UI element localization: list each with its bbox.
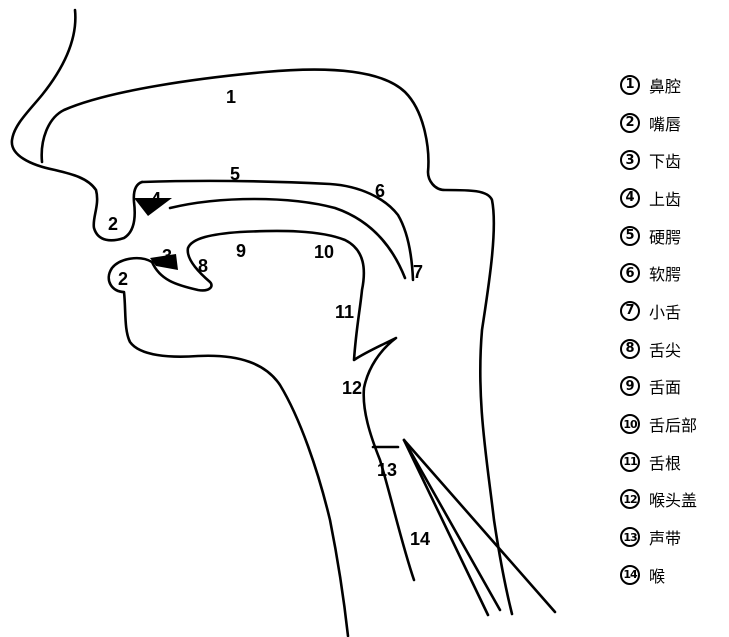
larynx-line-mid [404, 440, 500, 610]
legend-label: 舌根 [649, 450, 681, 474]
legend-label: 硬腭 [649, 224, 681, 248]
legend-label: 声带 [649, 525, 681, 549]
legend-number-badge: 8 [620, 339, 640, 359]
legend-item: 4 上齿 [620, 179, 728, 217]
legend-label: 鼻腔 [649, 73, 681, 97]
legend-item: 10 舌后部 [620, 405, 728, 443]
tongue-outline [152, 231, 414, 580]
legend-item: 8 舌尖 [620, 330, 728, 368]
legend-label: 喉 [649, 563, 665, 587]
marker-2-lower-lip: 2 [118, 269, 128, 289]
legend-item: 12 喉头盖 [620, 481, 728, 519]
marker-1: 1 [226, 87, 236, 107]
marker-7: 7 [413, 262, 423, 282]
marker-6: 6 [375, 181, 385, 201]
legend-label: 上齿 [649, 186, 681, 210]
legend-item: 14 喉 [620, 556, 728, 594]
legend-label: 舌后部 [649, 412, 697, 436]
legend-number-badge: 2 [620, 113, 640, 133]
legend-label: 嘴唇 [649, 111, 681, 135]
legend-label: 喉头盖 [649, 487, 697, 511]
marker-8: 8 [198, 256, 208, 276]
legend-item: 5 硬腭 [620, 217, 728, 255]
marker-4: 4 [151, 189, 161, 209]
legend-item: 6 软腭 [620, 254, 728, 292]
larynx-line-left [404, 440, 488, 615]
marker-3: 3 [162, 246, 172, 266]
marker-13: 13 [377, 460, 397, 480]
lower-lip-chin [109, 258, 348, 636]
marker-10: 10 [314, 242, 334, 262]
larynx-line-right [404, 440, 555, 612]
legend-item: 7 小舌 [620, 292, 728, 330]
legend-label: 下齿 [649, 148, 681, 172]
face-profile-upper [12, 10, 142, 240]
legend-number-badge: 6 [620, 263, 640, 283]
legend-item: 11 舌根 [620, 443, 728, 481]
legend-number-badge: 13 [620, 527, 640, 547]
marker-2-upper-lip: 2 [108, 214, 118, 234]
legend-label: 舌尖 [649, 337, 681, 361]
marker-11: 11 [335, 302, 354, 322]
marker-14: 14 [410, 529, 430, 549]
legend-item: 2 嘴唇 [620, 104, 728, 142]
legend-number-badge: 3 [620, 150, 640, 170]
legend-number-badge: 7 [620, 301, 640, 321]
legend-number-badge: 5 [620, 226, 640, 246]
marker-9: 9 [236, 241, 246, 261]
legend: 1 鼻腔 2 嘴唇 3 下齿 4 上齿 5 硬腭 6 软腭 7 小舌 8 舌尖 [620, 66, 728, 594]
nasal-cavity-outline [42, 70, 512, 614]
legend-item: 13 声带 [620, 518, 728, 556]
legend-item: 1 鼻腔 [620, 66, 728, 104]
legend-number-badge: 9 [620, 376, 640, 396]
legend-label: 舌面 [649, 374, 681, 398]
legend-item: 9 舌面 [620, 368, 728, 406]
legend-number-badge: 1 [620, 75, 640, 95]
legend-number-badge: 11 [620, 452, 640, 472]
marker-12: 12 [342, 378, 362, 398]
legend-number-badge: 14 [620, 565, 640, 585]
legend-label: 小舌 [649, 299, 681, 323]
legend-number-badge: 4 [620, 188, 640, 208]
legend-number-badge: 10 [620, 414, 640, 434]
legend-number-badge: 12 [620, 489, 640, 509]
legend-label: 软腭 [649, 261, 681, 285]
marker-5: 5 [230, 164, 240, 184]
legend-item: 3 下齿 [620, 141, 728, 179]
